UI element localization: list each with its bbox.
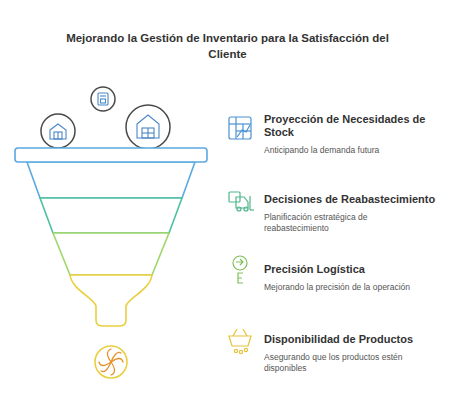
chart-icon <box>229 117 251 139</box>
item-description: Asegurando que los productos estén dispo… <box>264 352 429 374</box>
inventory-circles <box>41 87 170 149</box>
item-description: Planificación estratégica de reabastecim… <box>264 212 429 234</box>
item-heading: Precisión Logística <box>264 263 450 276</box>
diagram-title: Mejorando la Gestión de Inventario para … <box>60 30 395 62</box>
funnel-bands <box>15 148 207 326</box>
item-heading: Proyección de Necesidades de Stock <box>264 113 450 139</box>
precision-icon <box>233 256 247 283</box>
basket-icon <box>229 329 251 354</box>
item-heading: Disponibilidad de Productos <box>264 333 450 346</box>
stage-item: Proyección de Necesidades de StockAntici… <box>264 113 450 156</box>
item-heading: Decisiones de Reabastecimiento <box>264 193 450 206</box>
item-description: Anticipando la demanda futura <box>264 145 429 156</box>
box-icons <box>50 93 159 139</box>
stage-item: Disponibilidad de ProductosAsegurando qu… <box>264 333 450 374</box>
stage-item: Decisiones de ReabastecimientoPlanificac… <box>264 193 450 234</box>
result-circle <box>95 346 127 378</box>
item-description: Mejorando la precisión de la operación <box>264 282 429 293</box>
stage-item: Precisión LogísticaMejorando la precisió… <box>264 263 450 293</box>
restock-icon <box>229 192 254 211</box>
